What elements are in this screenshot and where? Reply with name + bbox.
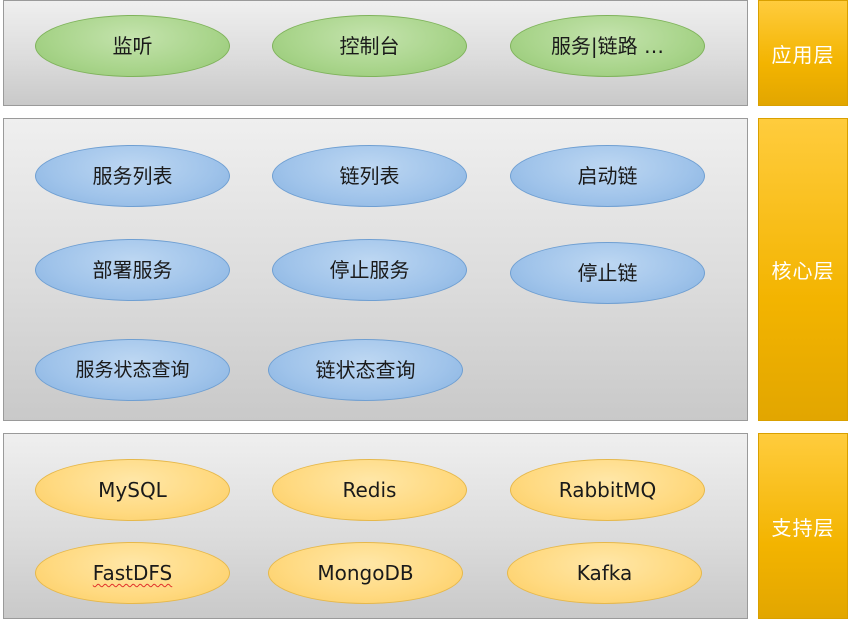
core-node-chain-list: 链列表 — [272, 145, 467, 207]
support-node-mongodb: MongoDB — [268, 542, 463, 604]
support-node-kafka: Kafka — [507, 542, 702, 604]
app-node-console: 控制台 — [272, 15, 467, 77]
support-node-redis: Redis — [272, 459, 467, 521]
support-node-fastdfs: FastDFS — [35, 542, 230, 604]
core-node-stop-chain: 停止链 — [510, 242, 705, 304]
support-node-mysql: MySQL — [35, 459, 230, 521]
support-node-fastdfs-text: FastDFS — [92, 561, 173, 585]
app-node-listen: 监听 — [35, 15, 230, 77]
core-node-chain-status-query: 链状态查询 — [268, 339, 463, 401]
core-node-deploy-service: 部署服务 — [35, 239, 230, 301]
support-node-rabbitmq: RabbitMQ — [510, 459, 705, 521]
core-node-stop-service: 停止服务 — [272, 239, 467, 301]
core-node-service-status-query-text: 服务状态查询 — [75, 358, 190, 381]
application-layer-label: 应用层 — [758, 0, 848, 106]
core-layer-label: 核心层 — [758, 118, 848, 421]
support-layer-label: 支持层 — [758, 433, 848, 619]
app-node-service-chain: 服务|链路 … — [510, 15, 705, 77]
core-node-service-list: 服务列表 — [35, 145, 230, 207]
core-node-service-status-query: 服务状态查询 — [35, 339, 230, 401]
core-node-start-chain: 启动链 — [510, 145, 705, 207]
